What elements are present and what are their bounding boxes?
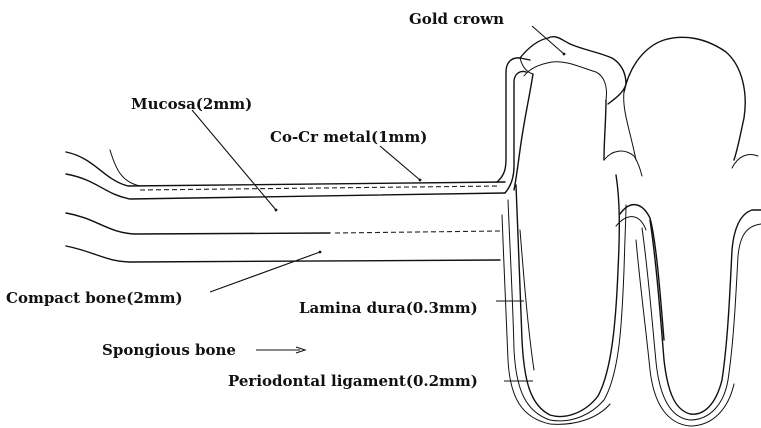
interdental-septum-outer	[620, 205, 664, 340]
mucosa-outer-surface	[66, 152, 505, 186]
leader-co-cr-metal	[380, 146, 420, 180]
label-periodontal-ligament: Periodontal ligament(0.2mm)	[228, 372, 478, 390]
metal-inner-dashed	[140, 186, 500, 190]
right-tooth	[604, 37, 761, 426]
crowned-tooth-right-surface	[604, 100, 606, 160]
cej-arc-left	[604, 151, 642, 176]
label-compact-bone: Compact bone(2mm)	[6, 289, 183, 307]
gold-crown-inner	[524, 62, 607, 100]
right-tooth-crown	[624, 37, 745, 160]
cej-arc-right	[732, 155, 758, 169]
label-lamina-dura: Lamina dura(0.3mm)	[299, 299, 478, 317]
label-mucosa: Mucosa(2mm)	[131, 95, 252, 113]
leader-compact-bone	[210, 252, 320, 292]
compact-spongious-boundary	[66, 246, 500, 262]
leader-gold-crown	[532, 26, 564, 54]
right-root-ligament	[636, 240, 734, 426]
crowned-tooth-left-surface	[514, 74, 533, 190]
label-spongious-bone: Spongious bone	[102, 341, 236, 359]
label-gold-crown: Gold crown	[409, 10, 504, 28]
gold-crown-outline	[520, 37, 626, 104]
right-root-left-outline	[650, 210, 761, 414]
label-co-cr-metal: Co-Cr metal(1mm)	[270, 128, 427, 146]
layer-boundaries	[66, 150, 505, 262]
labels: Gold crown Mucosa(2mm) Co-Cr metal(1mm) …	[6, 10, 504, 390]
left-root-outer	[516, 175, 619, 416]
mucosa-bone-dashed	[335, 231, 500, 233]
right-tooth-crown-inner	[624, 92, 636, 160]
right-root-lamina	[642, 224, 761, 420]
left-tooth-root	[502, 175, 626, 424]
left-root-lamina	[508, 200, 626, 421]
framework-and-crown	[497, 37, 626, 193]
mucosa-bone-boundary	[66, 213, 330, 234]
leader-mucosa	[192, 110, 276, 210]
leader-lines	[192, 26, 565, 381]
